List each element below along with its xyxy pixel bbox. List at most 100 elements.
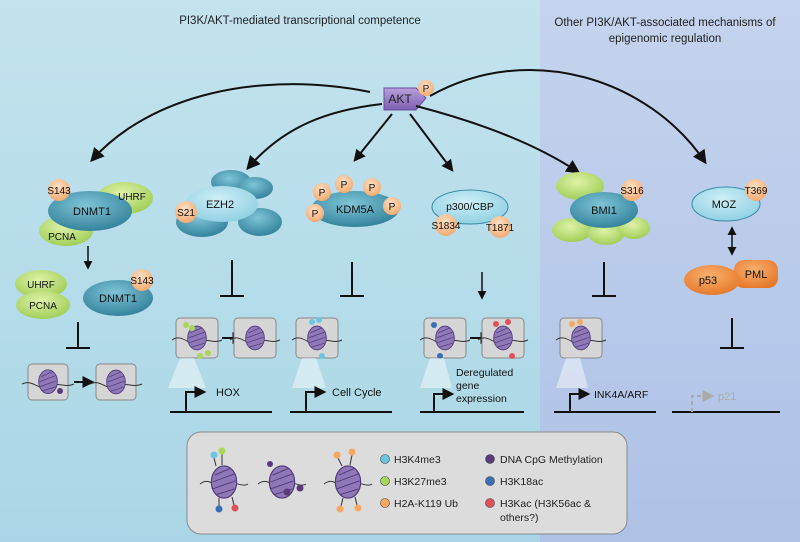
legend-nucleosome-2: [257, 461, 307, 499]
legend: H3K4me3 H3K27me3 H2A-K119 Ub DNA CpG Met…: [186, 431, 628, 535]
dnmt1-nucleosome-transition: [21, 363, 143, 401]
deregulated-label-1: Deregulated: [456, 367, 513, 379]
p21-gene: p21: [672, 390, 780, 413]
svg-text:P: P: [319, 188, 326, 199]
s21-label: S21: [177, 208, 195, 219]
svg-text:P: P: [369, 183, 376, 194]
arrow-to-moz: [429, 68, 707, 165]
svg-text:H3K4me3: H3K4me3: [394, 454, 441, 466]
s316-label: S316: [620, 186, 644, 197]
pml-label: PML: [745, 269, 768, 281]
dissociated-uhrf: [15, 270, 67, 298]
bmi1-complex: BMI1 S316: [552, 172, 650, 245]
akt-phospho-label: P: [423, 84, 430, 95]
ink4a-arf-label: INK4A/ARF: [594, 389, 648, 401]
legend-nucleosome-3: [323, 448, 373, 513]
hox-label: HOX: [216, 387, 241, 399]
deregulated-label-2: gene: [456, 380, 480, 392]
kdm5a-protein: [311, 191, 399, 227]
t369-label: T369: [745, 186, 768, 197]
legend-box: [186, 431, 628, 535]
dissociated-s143-site: [131, 269, 153, 291]
moz-protein: [691, 186, 761, 222]
s21-site: [175, 201, 197, 223]
svg-text:H2A-K119 Ub: H2A-K119 Ub: [394, 498, 458, 510]
legend-item-h3k27me3: H3K27me3: [380, 476, 447, 488]
right-panel-title-line1: Other PI3K/AKT-associated mechanisms of: [554, 17, 776, 29]
cell-cycle-label: Cell Cycle: [332, 387, 382, 399]
legend-item-dna-cpg-methylation: DNA CpG Methylation: [485, 454, 603, 466]
dnmt1-complex: DNMT1 UHRF PCNA S143: [39, 179, 153, 246]
bmi1-inhibition: [592, 262, 616, 297]
kdm5a-label: KDM5A: [336, 204, 375, 216]
p300-nucleosome-transition: [419, 317, 529, 388]
bmi1-nucleosome: [555, 317, 607, 388]
ezh2-inhibition: [220, 260, 244, 297]
s143-label: S143: [47, 186, 71, 197]
pcna-label: PCNA: [48, 232, 76, 243]
dnmt1-label: DNMT1: [73, 206, 111, 218]
dnmt1-inhibition: [66, 322, 90, 349]
deregulated-gene: Deregulated gene expression: [420, 367, 524, 413]
ink4a-arf-gene: INK4A/ARF: [554, 388, 656, 413]
hox-gene: HOX: [170, 386, 272, 413]
arrow-to-kdm5a: [353, 113, 393, 162]
p300-complex: p300/CBP S1834 T1871: [431, 189, 515, 238]
legend-nucleosome-1: [199, 447, 249, 513]
dissociated-dnmt1-label: DNMT1: [99, 293, 137, 305]
akt-label: AKT: [388, 92, 412, 106]
ezh2-label: EZH2: [206, 199, 234, 211]
svg-text:H3Kac (H3K56ac &: H3Kac (H3K56ac &: [500, 498, 591, 510]
kdm5a-complex: KDM5A P P P P P: [306, 175, 401, 227]
p53-inhibition: [720, 318, 744, 349]
legend-item-h3k4me3: H3K4me3: [380, 454, 441, 466]
dissociated-s143-label: S143: [130, 276, 154, 287]
p53-label: p53: [699, 275, 717, 287]
s143-site: [48, 179, 70, 201]
kdm5a-phospho-sites: P P P P P: [306, 175, 401, 222]
arrow-to-dnmt1: [90, 83, 371, 163]
uhrf-label: UHRF: [118, 192, 146, 203]
moz-label: MOZ: [712, 199, 737, 211]
arrow-to-bmi1: [415, 105, 581, 174]
left-panel-title: PI3K/AKT-mediated transcriptional compet…: [179, 15, 421, 27]
dissociated-uhrf-label: UHRF: [27, 280, 55, 291]
akt-phospho-site: [418, 80, 434, 96]
arrow-to-ezh2: [246, 103, 383, 171]
legend-item-h3kac: H3Kac (H3K56ac & others?): [485, 498, 591, 524]
dissociated-pcna-label: PCNA: [29, 301, 57, 312]
svg-text:P: P: [389, 202, 396, 213]
p53-pml-complex: PML p53: [684, 260, 778, 295]
akt-node: AKT P: [383, 80, 434, 111]
dnmt1-dissociated: UHRF PCNA DNMT1 S143: [15, 269, 154, 319]
right-panel-title-line2: epigenomic regulation: [609, 33, 722, 45]
svg-text:P: P: [312, 209, 319, 220]
ezh2-protein: [186, 186, 258, 222]
svg-text:others?): others?): [500, 512, 539, 524]
arrow-to-p300: [409, 113, 454, 172]
cpg-methyl-mark: [57, 388, 63, 394]
ezh2-nucleosome-transition: [168, 317, 281, 388]
bmi1-protein: [570, 192, 638, 228]
dnmt1-protein: [48, 191, 132, 231]
ezh2-complex: EZH2 S21: [175, 170, 282, 237]
dissociated-dnmt1: [83, 280, 153, 316]
svg-text:H3K27me3: H3K27me3: [394, 476, 447, 488]
cell-cycle-gene: Cell Cycle: [290, 386, 392, 413]
moz-complex: MOZ T369: [691, 179, 768, 222]
p53-protein: [684, 265, 740, 295]
svg-text:DNA CpG Methylation: DNA CpG Methylation: [500, 454, 603, 466]
legend-item-h3k18ac: H3K18ac: [485, 476, 543, 488]
kdm5a-nucleosome: [291, 317, 343, 388]
akt-arrows: [90, 68, 707, 174]
s1834-label: S1834: [432, 221, 461, 232]
legend-item-h2a-k119-ub: H2A-K119 Ub: [380, 498, 458, 510]
t1871-label: T1871: [486, 223, 515, 234]
p21-label: p21: [718, 391, 736, 403]
kdm5a-inhibition: [340, 262, 364, 297]
svg-text:P: P: [341, 180, 348, 191]
deregulated-label-3: expression: [456, 393, 507, 405]
svg-text:H3K18ac: H3K18ac: [500, 476, 543, 488]
